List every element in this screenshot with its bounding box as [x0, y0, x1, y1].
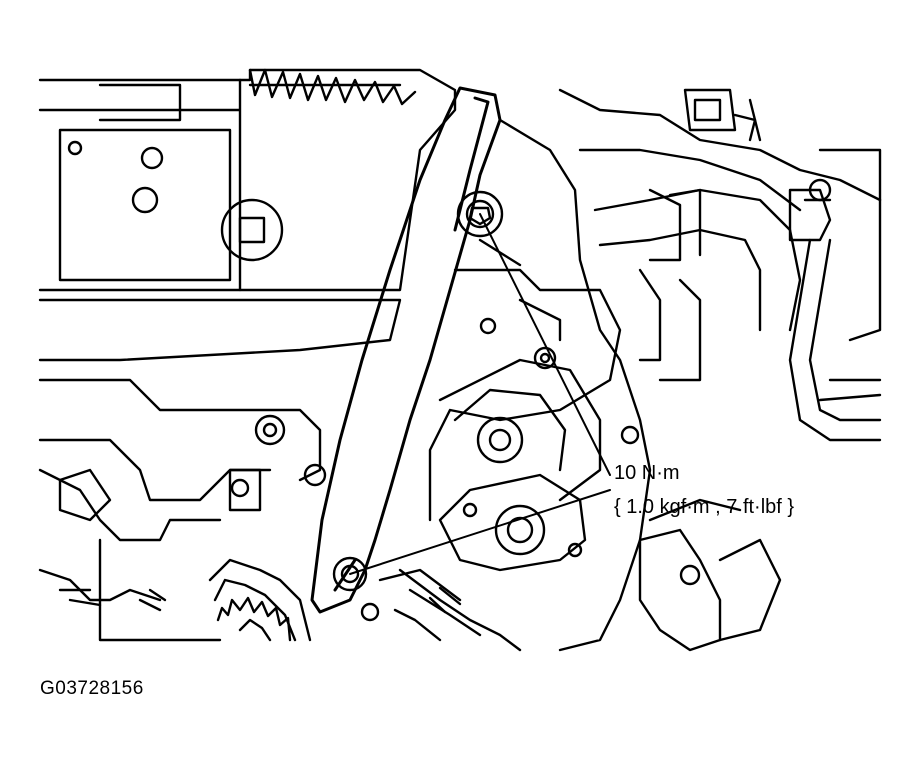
coolant-hose [560, 90, 880, 440]
crank-sprocket [210, 560, 520, 650]
figure-code: G03728156 [40, 678, 144, 699]
torque-value-alt-units: { 1.0 kgf·m , 7 ft·lbf } [614, 496, 795, 518]
lower-guide-bolt [334, 558, 366, 590]
torque-leader-lines [350, 214, 610, 574]
water-pump [440, 348, 638, 570]
upper-guide-bolt [458, 192, 502, 236]
chain-guide [312, 88, 500, 612]
torque-spec-callout: 10 N·m { 1.0 kgf·m , 7 ft·lbf } [614, 456, 794, 524]
lower-right-bracket [640, 500, 780, 650]
cylinder-block [40, 70, 455, 640]
torque-value-nm: 10 N·m [614, 462, 680, 484]
